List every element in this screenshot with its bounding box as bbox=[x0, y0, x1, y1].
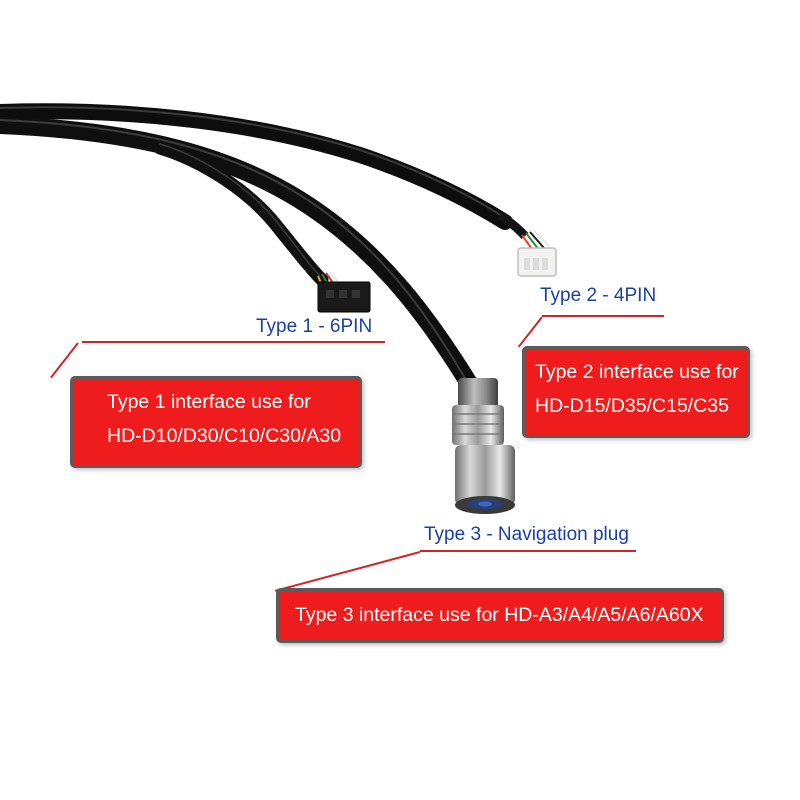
type1-callout: Type 1 interface use for HD-D10/D30/C10/… bbox=[70, 376, 362, 468]
type2-callout-line1: Type 2 interface use for bbox=[535, 361, 739, 383]
type1-label: Type 1 - 6PIN bbox=[256, 316, 373, 337]
type3-callout: Type 3 interface use for HD-A3/A4/A5/A6/… bbox=[276, 588, 724, 643]
type2-label: Type 2 - 4PIN bbox=[540, 285, 657, 306]
type3-connector bbox=[452, 378, 515, 514]
type3-label: Type 3 - Navigation plug bbox=[424, 524, 629, 545]
type1-leader-line bbox=[82, 341, 385, 343]
black-cables bbox=[0, 103, 513, 394]
type2-callout: Type 2 interface use for HD-D15/D35/C15/… bbox=[522, 346, 750, 438]
type1-callout-line2: HD-D10/D30/C10/C30/A30 bbox=[107, 425, 342, 447]
type2-leader-line bbox=[542, 315, 664, 317]
type3-leader-line bbox=[420, 550, 636, 552]
type2-connector bbox=[497, 211, 557, 277]
type3-callout-line1: Type 3 interface use for HD-A3/A4/A5/A6/… bbox=[295, 604, 704, 626]
type1-connector bbox=[317, 271, 371, 313]
type2-callout-line2: HD-D15/D35/C15/C35 bbox=[535, 395, 730, 417]
type1-callout-line1: Type 1 interface use for bbox=[107, 391, 311, 413]
